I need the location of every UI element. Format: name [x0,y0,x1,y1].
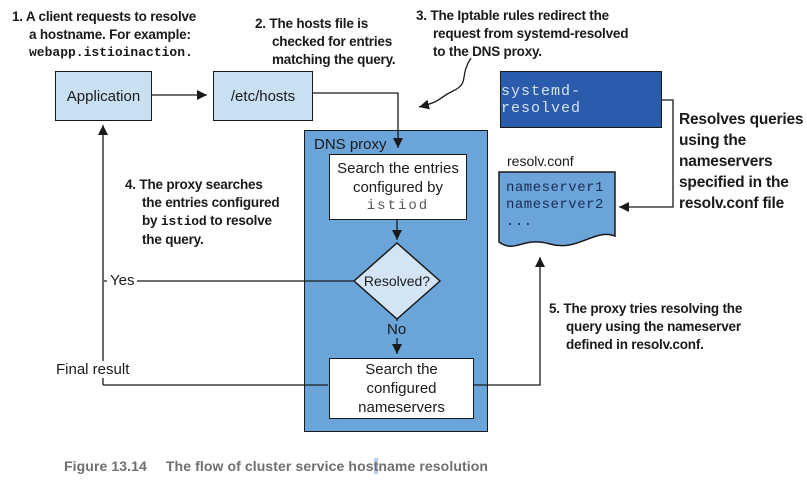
note-1-code: webapp.istioinaction. [29,45,193,60]
note-1-line: 1. A client requests to resolve [12,9,197,24]
search-nameservers-node: Search the configured nameservers [329,358,474,419]
dns-proxy-label: DNS proxy [314,136,387,153]
note-right-line: Resolves queries [679,111,804,128]
etc-hosts-label: /etc/hosts [230,87,296,105]
etc-hosts-node: /etc/hosts [213,71,313,121]
search-entries-node: Search the entries configured by istiod [329,154,467,220]
istiod-code: istiod [160,214,207,229]
note-5-line: 5. The proxy tries resolving the [549,301,743,316]
resolv-conf-label: resolv.conf [507,153,574,169]
note-4-line: the entries configured [142,195,280,210]
note-5-line: query using the nameserver [566,319,741,334]
search-entries-line: configured by [352,178,444,196]
note-3-line: request from systemd-resolved [433,26,629,41]
note-3: 3. The Iptable rules redirect the reques… [416,7,628,61]
search-nameservers-line: nameservers [358,399,445,416]
note-2-line: matching the query. [272,52,396,67]
nameserver-entry: nameserver1 [506,180,604,196]
note-4-line: the query. [142,232,204,247]
note-5-line: defined in resolv.conf. [566,337,704,352]
figure-caption-text: The flow of cluster service hos [165,458,374,474]
search-nameservers-line: configured [366,380,437,397]
note-2-line: 2. The hosts file is [255,16,369,31]
note-5: 5. The proxy tries resolving the query u… [549,300,742,354]
final-result-label: Final result [52,361,134,378]
note-4: 4. The proxy searches the entries config… [125,176,280,249]
nameserver-entry: nameserver2 [506,197,604,213]
nameserver-entry: ... [506,214,533,230]
application-label: Application [66,87,141,105]
search-nameservers-line: Search the [365,361,438,378]
arrow-note3-squiggle [418,57,472,110]
note-right-line: nameservers [679,153,773,170]
note-4-line: by istiod to resolve [142,213,272,229]
resolved-decision-label: Resolved? [363,273,431,289]
note-right-line: resolv.conf file [679,195,785,212]
caption-text-selection: t [373,458,379,474]
figure-caption: Figure 13.14 The flow of cluster service … [64,458,488,474]
systemd-resolved-label: systemd-resolved [501,82,582,117]
no-edge-label: No [384,321,410,338]
note-3-line: 3. The Iptable rules redirect the [416,8,609,23]
note-1-line: a hostname. For example: [29,27,191,42]
yes-edge-label: Yes [107,272,138,289]
resolv-conf-content: nameserver1 nameserver2 ... [506,180,604,231]
figure-caption-number: Figure 13.14 [64,458,147,474]
note-1: 1. A client requests to resolve a hostna… [12,8,196,62]
application-node: Application [55,71,152,121]
istiod-code: istiod [366,197,430,214]
note-right-line: using the [679,132,747,149]
note-4-line: 4. The proxy searches [125,177,263,192]
note-right: Resolves queries using the nameservers s… [679,109,804,214]
search-entries-line: Search the entries [337,159,459,177]
note-2: 2. The hosts file is checked for entries… [255,15,396,69]
note-right-line: specified in the [679,174,789,191]
systemd-resolved-node: systemd-resolved [500,71,662,128]
figure-caption-text: name resolution [378,458,489,474]
note-2-line: checked for entries [272,34,393,49]
note-3-line: to the DNS proxy. [433,44,542,59]
